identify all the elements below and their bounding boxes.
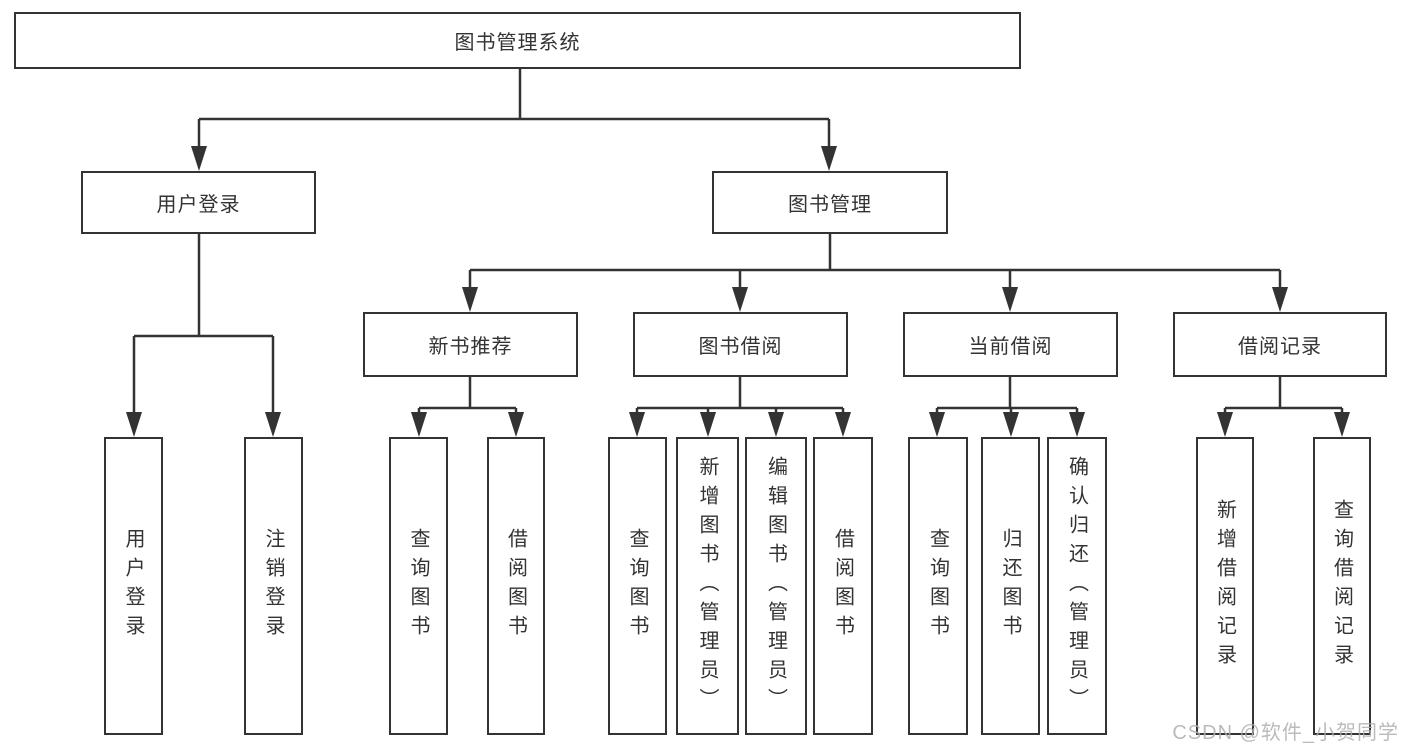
arrow-icon xyxy=(508,412,524,437)
node-book-borrow: 图书借阅 xyxy=(633,312,848,377)
arrow-icon xyxy=(126,412,142,437)
leaf-return-book: 归还图书 xyxy=(981,437,1040,735)
arrow-icon xyxy=(629,412,645,437)
arrow-icon xyxy=(929,412,945,437)
leaf-query-books-recommend: 查询图书 xyxy=(389,437,448,735)
arrow-icon xyxy=(1217,412,1233,437)
arrow-icon xyxy=(835,412,851,437)
arrow-icon xyxy=(462,287,478,312)
leaf-borrow-books: 借阅图书 xyxy=(813,437,873,735)
node-book-management: 图书管理 xyxy=(712,171,948,234)
arrow-icon xyxy=(411,412,427,437)
leaf-add-book-admin: 新增图书（管理员） xyxy=(676,437,739,735)
arrow-icon xyxy=(1334,412,1350,437)
leaf-add-borrow-record: 新增借阅记录 xyxy=(1196,437,1254,735)
connector-newbook-to-leaves xyxy=(417,377,518,416)
arrow-icon xyxy=(821,146,837,171)
connector-current-to-leaves xyxy=(935,377,1079,416)
leaf-confirm-return-admin: 确认归还（管理员） xyxy=(1047,437,1107,735)
connector-root-to-level2 xyxy=(197,69,831,150)
leaf-borrow-books-recommend: 借阅图书 xyxy=(487,437,545,735)
arrow-icon xyxy=(1002,287,1018,312)
arrow-icon xyxy=(1069,412,1085,437)
csdn-watermark: CSDN @软件_小贺同学 xyxy=(1172,722,1399,744)
arrow-icon xyxy=(1003,412,1019,437)
node-current-borrow: 当前借阅 xyxy=(903,312,1118,377)
leaf-query-borrow-record: 查询借阅记录 xyxy=(1313,437,1371,735)
leaf-query-books-borrow: 查询图书 xyxy=(608,437,667,735)
connector-bookmgmt-to-level3 xyxy=(468,234,1282,291)
leaf-query-books-current: 查询图书 xyxy=(908,437,968,735)
leaf-logout: 注销登录 xyxy=(244,437,303,735)
arrow-icon xyxy=(191,146,207,171)
node-borrow-records: 借阅记录 xyxy=(1173,312,1387,377)
arrow-icon xyxy=(700,412,716,437)
arrow-icon xyxy=(768,412,784,437)
leaf-edit-book-admin: 编辑图书（管理员） xyxy=(745,437,807,735)
arrow-icon xyxy=(1272,287,1288,312)
connector-borrow-to-leaves xyxy=(635,377,845,416)
arrowheads xyxy=(126,146,1350,437)
node-system-root: 图书管理系统 xyxy=(14,12,1021,69)
arrow-icon xyxy=(732,287,748,312)
node-new-book-recommend: 新书推荐 xyxy=(363,312,578,377)
leaf-user-login: 用户登录 xyxy=(104,437,163,735)
connector-userlogin-to-leaves xyxy=(132,234,275,416)
arrow-icon xyxy=(265,412,281,437)
node-user-login: 用户登录 xyxy=(81,171,316,234)
connector-records-to-leaves xyxy=(1223,377,1344,416)
